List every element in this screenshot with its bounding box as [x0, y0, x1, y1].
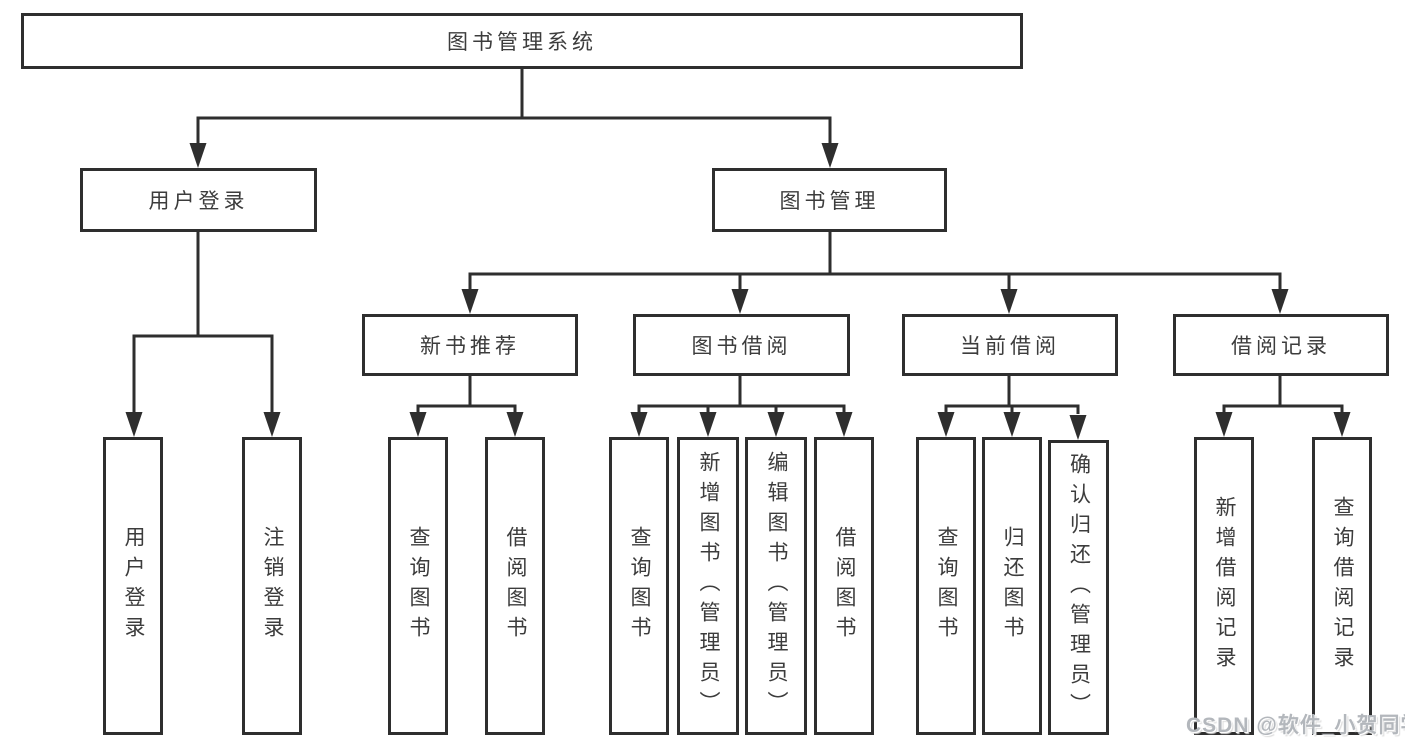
- arrow-icon: [821, 143, 839, 168]
- arrow-icon: [1271, 289, 1289, 314]
- leaf-user-login: 用户登录: [103, 437, 163, 735]
- leaf-add-borrow-record: 新增借阅记录: [1194, 437, 1254, 735]
- node-book-borrow: 图书借阅: [633, 314, 850, 376]
- arrow-icon: [937, 412, 955, 437]
- node-user-login: 用户登录: [80, 168, 317, 232]
- leaf-query-borrow-record: 查询借阅记录: [1312, 437, 1372, 735]
- arrow-icon: [1215, 412, 1233, 437]
- arrow-icon: [699, 412, 717, 437]
- leaf-logout: 注销登录: [242, 437, 302, 735]
- leaf-return-books: 归还图书: [982, 437, 1042, 735]
- leaf-edit-books-admin: 编辑图书（管理员）: [745, 437, 807, 735]
- arrow-icon: [189, 143, 207, 168]
- arrow-icon: [263, 412, 281, 437]
- node-borrow-records: 借阅记录: [1173, 314, 1389, 376]
- watermark: CSDN @软件_小贺同学: [1186, 714, 1405, 737]
- arrow-icon: [1003, 412, 1021, 437]
- leaf-borrow-books-1: 借阅图书: [485, 437, 545, 735]
- leaf-borrow-books-2: 借阅图书: [814, 437, 874, 735]
- arrow-icon: [125, 412, 143, 437]
- arrow-icon: [1000, 289, 1018, 314]
- node-new-books: 新书推荐: [362, 314, 578, 376]
- leaf-query-books-3: 查询图书: [916, 437, 976, 735]
- leaf-query-books-2: 查询图书: [609, 437, 669, 735]
- arrow-icon: [731, 289, 749, 314]
- leaf-query-books-1: 查询图书: [388, 437, 448, 735]
- arrow-icon: [630, 412, 648, 437]
- arrow-icon: [835, 412, 853, 437]
- leaf-confirm-return-admin: 确认归还（管理员）: [1048, 440, 1109, 735]
- arrow-icon: [409, 412, 427, 437]
- node-book-mgmt: 图书管理: [712, 168, 947, 232]
- arrowheads: [125, 143, 1351, 440]
- leaf-add-books-admin: 新增图书（管理员）: [677, 437, 739, 735]
- arrow-icon: [461, 289, 479, 314]
- node-root: 图书管理系统: [21, 13, 1023, 69]
- connector-path: [132, 69, 1344, 414]
- arrow-icon: [506, 412, 524, 437]
- arrow-icon: [1069, 415, 1087, 440]
- arrow-icon: [767, 412, 785, 437]
- arrow-icon: [1333, 412, 1351, 437]
- node-current-borrow: 当前借阅: [902, 314, 1118, 376]
